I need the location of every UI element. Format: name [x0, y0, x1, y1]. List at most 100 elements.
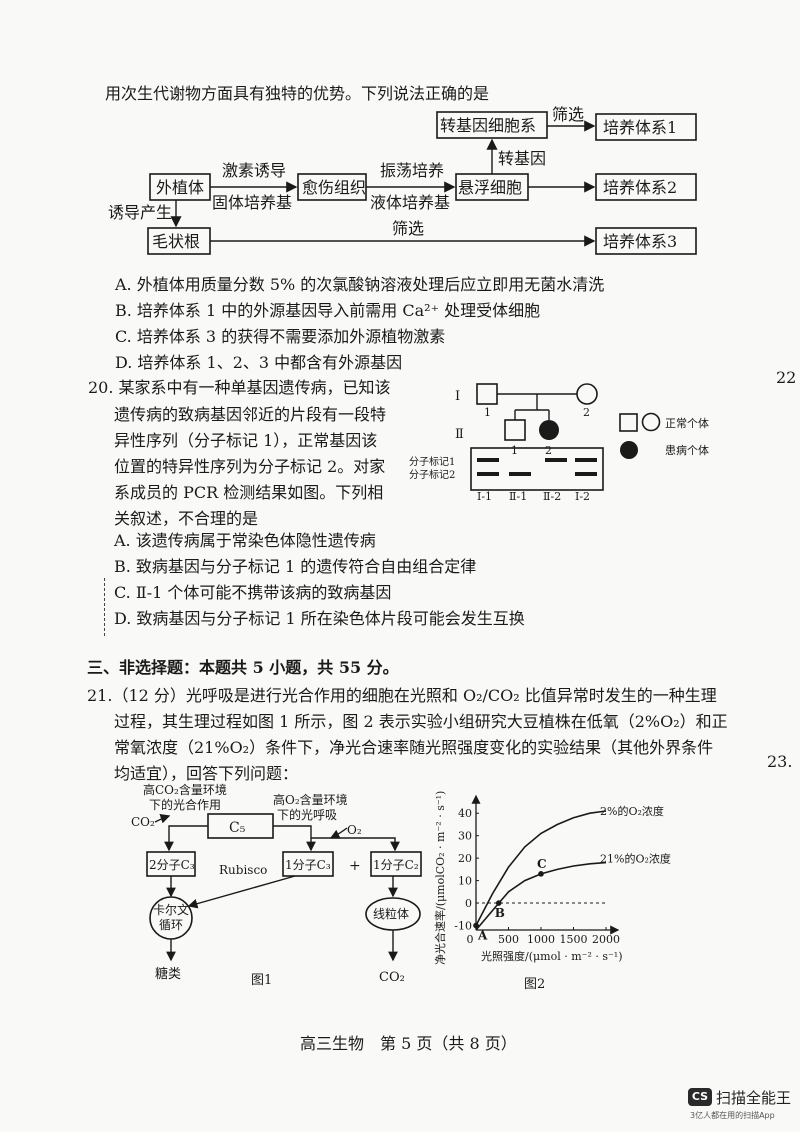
q19-flow-diagram: 外植体 愈伤组织 悬浮细胞 转基因细胞系 培养体系1 培养体系2 培养体系3 毛… [108, 105, 697, 255]
system3-label: 培养体系3 [603, 232, 677, 251]
transgenic-cells-label: 转基因细胞系 [440, 116, 536, 135]
co2-output-label: CO₂ [379, 970, 405, 985]
rubisco-label: Rubisco [219, 863, 267, 877]
x-tick-label: 1000 [527, 933, 555, 946]
one-c3-box [282, 851, 334, 877]
side-mark-22: 22 [776, 368, 797, 387]
gen1-label: Ⅰ [455, 389, 460, 404]
point-C [538, 871, 544, 877]
callus-label: 愈伤组织 [302, 178, 366, 197]
fig1-o2-input: O₂ [347, 823, 362, 837]
x-tick-label: 0 [467, 933, 474, 946]
one-c3-label: 1分子C₃ [285, 858, 331, 872]
lane-label-3: Ⅱ-2 [543, 490, 561, 503]
point-label-C: C [537, 857, 547, 871]
band-i1-m2 [477, 472, 499, 476]
band-i2-m2 [575, 472, 597, 476]
series-label-1: 21%的O₂浓度 [600, 852, 671, 866]
induce1-label: 激素诱导 [222, 161, 286, 180]
ii2-symbol [539, 420, 559, 440]
two-c3-label: 2分子C₃ [149, 858, 195, 872]
c5-label: C₅ [229, 820, 246, 836]
transgene-label: 转基因 [498, 149, 546, 168]
induce2-label: 诱导产生 [108, 203, 172, 222]
q20-line-3: 异性序列（分子标记 1），正常基因该 [114, 431, 378, 450]
fig1-co2-input: CO₂ [131, 815, 155, 829]
x-tick-label: 2000 [592, 933, 620, 946]
scanner-app-title: 扫描全能王 [716, 1089, 792, 1107]
x-tick-label: 1500 [560, 933, 588, 946]
q20-option-d: D. 致病基因与分子标记 1 所在染色体片段可能会发生互换 [114, 609, 525, 628]
system2-label: 培养体系2 [603, 178, 677, 197]
lane-label-4: Ⅰ-2 [575, 490, 590, 503]
y-tick-label: 40 [458, 807, 472, 820]
y-tick-label: 0 [465, 897, 472, 910]
mito-label: 线粒体 [373, 906, 409, 921]
lane-label-2: Ⅱ-1 [509, 490, 527, 503]
band-ii2-m1 [545, 458, 567, 462]
q20-line-6: 关叙述，不合理的是 [114, 509, 259, 528]
q19-option-c: C. 培养体系 3 的获得不需要添加外源植物激素 [115, 327, 446, 346]
q19-intro: 用次生代谢物方面具有独特的优势。下列说法正确的是 [105, 84, 490, 103]
shake-label: 振荡培养 [380, 161, 444, 180]
ii2-number: 2 [545, 444, 552, 457]
legend-normal-circle [641, 412, 661, 432]
calvin-line1: 卡尔文 [153, 902, 189, 917]
q20-option-a: A. 该遗传病属于常染色体隐性遗传病 [114, 531, 376, 550]
i1-number: 1 [484, 406, 491, 419]
gen2-label: Ⅱ [455, 427, 464, 442]
system1-label: 培养体系1 [603, 118, 677, 137]
q20-line-5: 系成员的 PCR 检测结果如图。下列相 [114, 483, 384, 502]
q20-line-2: 遗传病的致病基因邻近的片段有一段特 [114, 405, 387, 424]
q19-option-d: D. 培养体系 1、2、3 中都含有外源基因 [115, 353, 403, 372]
ii1-number: 1 [511, 444, 518, 457]
x-axis-label: 光照强度/(μmol · m⁻² · s⁻¹) [481, 949, 623, 963]
hairy-root-label: 毛状根 [152, 232, 200, 251]
q20-line-1: 20. 某家系中有一种单基因遗传病，已知该 [88, 378, 391, 397]
section3-heading: 三、非选择题：本题共 5 小题，共 55 分。 [87, 658, 399, 677]
i1-symbol [476, 383, 498, 405]
i2-number: 2 [583, 406, 590, 419]
ii1-symbol [504, 419, 526, 441]
one-c2-label: 1分子C₂ [373, 858, 419, 872]
q20-line-4: 位置的特异性序列为分子标记 2。对家 [114, 457, 386, 476]
q20-option-b: B. 致病基因与分子标记 1 的遗传符合自由组合定律 [114, 557, 477, 576]
screen1-label: 筛选 [552, 105, 584, 124]
band-ii1-m2 [509, 472, 531, 476]
y-axis-label: 净光合速率/(μmolCO₂ · m⁻² · s⁻¹) [433, 791, 447, 965]
q20-pedigree-figure: Ⅰ Ⅱ 1 2 1 2 正常个体 患病个体 分子标记1 分子标记2 Ⅰ-1 Ⅱ-… [409, 383, 709, 503]
q19-option-b: B. 培养体系 1 中的外源基因导入前需用 Ca²⁺ 处理受体细胞 [115, 301, 541, 320]
i2-symbol [576, 383, 598, 405]
x-tick-label: 500 [498, 933, 519, 946]
calvin-line2: 循环 [159, 918, 183, 932]
q21-line-2: 过程，其生理过程如图 1 所示，图 2 表示实验小组研究大豆植株在低氧（2%O₂… [114, 712, 728, 731]
high-co2-line1: 高CO₂含量环境 [143, 782, 227, 797]
point-label-A: A [477, 929, 488, 943]
explant-label: 外植体 [156, 178, 204, 197]
legend-affected-circle [620, 441, 638, 459]
y-tick-label: -10 [454, 920, 472, 933]
series-line-0 [475, 810, 607, 926]
scanner-logo-icon: CS [688, 1088, 712, 1106]
legend-affected-label: 患病个体 [665, 443, 709, 457]
lane-label-1: Ⅰ-1 [477, 490, 492, 503]
suspension-label: 悬浮细胞 [458, 178, 522, 197]
fig2-caption: 图2 [524, 977, 545, 992]
series-label-0: 2%的O₂浓度 [600, 804, 664, 818]
y-tick-label: 30 [458, 830, 472, 843]
high-o2-line2: 下的光呼吸 [277, 807, 337, 822]
point-A [473, 922, 479, 929]
y-tick-label: 10 [458, 875, 472, 888]
page-footer: 高三生物 第 5 页（共 8 页） [300, 1034, 517, 1053]
marker2-label: 分子标记2 [409, 469, 455, 481]
band-i2-m1 [575, 458, 597, 462]
y-tick-label: 20 [458, 852, 472, 865]
q21-line-4: 均适宜），回答下列问题： [114, 764, 299, 783]
q21-figure2-chart: 净光合速率/(μmolCO₂ · m⁻² · s⁻¹) 光照强度/(μmol ·… [433, 791, 671, 992]
gel-frame [470, 447, 604, 491]
q20-option-c: C. Ⅱ-1 个体可能不携带该病的致病基因 [114, 583, 392, 602]
point-label-B: B [495, 906, 505, 920]
liquid-label: 液体培养基 [370, 193, 450, 212]
legend-normal-label: 正常个体 [665, 416, 709, 430]
solid-label: 固体培养基 [212, 193, 292, 212]
